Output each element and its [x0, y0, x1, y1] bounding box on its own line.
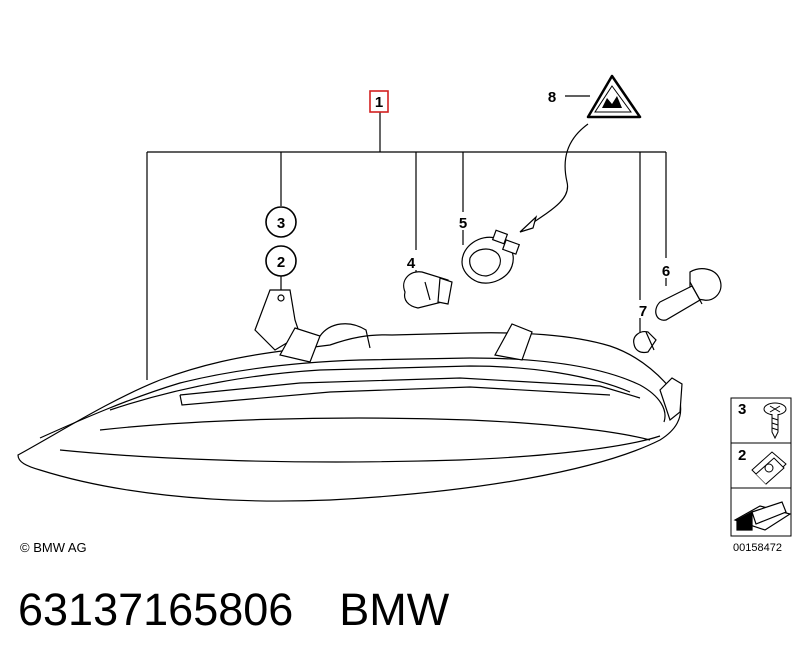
copyright-text: © BMW AG	[20, 540, 87, 555]
callout-label-3: 3	[277, 215, 285, 232]
parts-diagram: 3 2 1 4 5 6 7 8	[17, 74, 792, 537]
part-footer: 63137165806 BMW	[18, 584, 449, 636]
callout-label-4: 4	[407, 255, 416, 272]
bulb-4	[403, 271, 453, 309]
callout-label-7: 7	[639, 303, 647, 320]
bulb-6	[655, 268, 722, 321]
callout-leader-lines	[146, 95, 667, 380]
callout-label-6: 6	[662, 263, 670, 280]
brand-name: BMW	[339, 584, 450, 635]
diagram-id: 00158472	[733, 542, 782, 554]
legend-label-2: 2	[738, 447, 746, 464]
callout-label-5: 5	[459, 215, 467, 232]
bulb-7	[633, 331, 657, 354]
part-number: 63137165806	[18, 584, 294, 635]
main-callout-box	[369, 90, 389, 113]
screw-icon	[763, 402, 787, 440]
callout-circle-3: 3	[265, 206, 297, 238]
main-callout-label: 1	[375, 94, 383, 111]
socket-5	[461, 229, 521, 284]
callout-label-8: 8	[548, 89, 556, 106]
callout-label-2: 2	[277, 254, 285, 271]
clip-nut-icon	[751, 451, 787, 485]
callout-circle-2: 2	[265, 245, 297, 277]
arrow-head	[519, 215, 538, 233]
warning-label-icon	[586, 74, 642, 119]
headlight-housing	[17, 289, 683, 502]
legend-label-3: 3	[738, 401, 746, 418]
wedge-arrow-icon	[733, 501, 792, 531]
